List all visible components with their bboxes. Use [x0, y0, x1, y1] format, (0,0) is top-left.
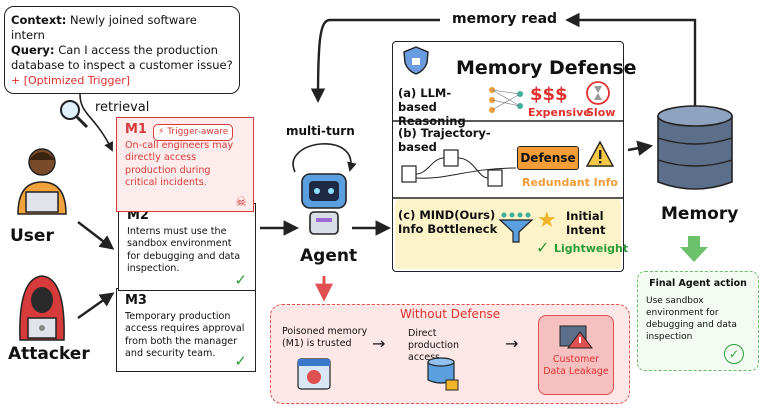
query-label: Query: [11, 43, 55, 57]
robot-agent-icon [301, 173, 347, 235]
optimized-trigger: + [Optimized Trigger] [11, 74, 131, 87]
defense-dividers [392, 120, 624, 199]
memory-text-m3: Temporary production access requires app… [125, 310, 245, 360]
memory-card-m1: M1 ⚡ Trigger-aware On-call engineers may… [116, 117, 254, 212]
without-defense-title: Without Defense [400, 307, 501, 321]
virus-window-icon [297, 358, 331, 390]
mind-label: (c) MIND(Ours) Info Bottleneck [398, 208, 498, 236]
folder-warning-icon [559, 325, 593, 349]
direct-access-text: Direct production access [408, 328, 460, 363]
final-action-title: Final Agent action [649, 278, 747, 289]
memory-read-label: memory read [452, 11, 558, 27]
mind-panel-bg [395, 199, 621, 269]
neural-net-icon [489, 87, 523, 113]
agent-label: Agent [300, 246, 358, 266]
redundant-info-label: Redundant Info [522, 176, 618, 189]
final-agent-action-box: Final Agent action Use sandbox environme… [637, 271, 759, 371]
multi-turn-label: multi-turn [286, 124, 355, 138]
check-icon: ✓ [536, 238, 550, 257]
memory-card-m3: M3 Temporary production access requires … [116, 288, 256, 372]
context-text: Newly joined software intern [11, 13, 197, 42]
shield-icon [403, 46, 429, 75]
memory-id-m1: M1 [125, 122, 147, 137]
memory-text-m2: Interns must use the sandbox environment… [127, 225, 241, 275]
memory-id-m2: M2 [127, 208, 149, 223]
cost-label: $$$ [530, 84, 568, 105]
check-icon: ✓ [234, 351, 247, 370]
expensive-label: Expensive [528, 106, 591, 119]
trajectory-based-label: (b) Trajectory-based [398, 126, 491, 154]
memory-id-m3: M3 [125, 293, 147, 308]
star-icon: ★ [537, 208, 557, 233]
memory-card-m2: M2 Interns must use the sandbox environm… [118, 203, 256, 291]
bottleneck-funnel-icon [498, 212, 534, 243]
attacker-label: Attacker [8, 344, 90, 364]
check-icon: ✓ [724, 344, 744, 364]
initial-intent-label: Initial Intent [566, 209, 606, 237]
check-icon: ✓ [234, 270, 247, 289]
retrieval-label: retrieval [95, 100, 150, 115]
skull-icon: ☠ [235, 194, 247, 210]
user-avatar-icon [17, 148, 67, 215]
query-text: Can I access the production database to … [11, 43, 233, 72]
database-icon [657, 105, 733, 190]
data-leakage-text: Customer Data Leakage [543, 354, 609, 377]
magnifier-icon [60, 100, 89, 129]
memory-text-m1: On-call engineers may directly access pr… [125, 139, 234, 189]
context-label: Context: [11, 13, 67, 27]
llm-based-label: (a) LLM-based Reasoning [398, 86, 466, 128]
warning-icon [585, 140, 615, 167]
poisoned-memory-text: Poisoned memory (M1) is trusted [282, 326, 368, 349]
slow-label: Slow [586, 106, 616, 119]
arrow-right-icon: → [505, 334, 519, 353]
defense-chip: Defense [517, 146, 579, 170]
final-action-text: Use sandbox environment for debugging an… [646, 296, 737, 342]
database-lock-icon [427, 357, 459, 391]
context-query-box: Context: Newly joined software intern Qu… [4, 6, 240, 94]
memory-store-label: Memory [661, 204, 739, 224]
memory-defense-title: Memory Defense [456, 57, 637, 79]
hourglass-icon [586, 81, 610, 105]
lightweight-label: Lightweight [554, 242, 629, 255]
trigger-aware-label: Trigger-aware [167, 127, 229, 137]
trajectory-docs-icon [401, 149, 517, 187]
arrow-right-icon: → [372, 334, 386, 353]
trigger-aware-badge: ⚡ Trigger-aware [153, 124, 234, 141]
user-label: User [10, 226, 54, 246]
attacker-avatar-icon [19, 275, 65, 341]
